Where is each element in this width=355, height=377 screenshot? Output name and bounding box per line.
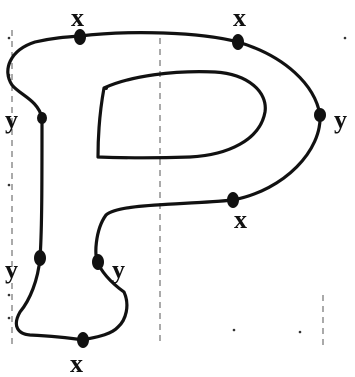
marker-top-right (232, 34, 244, 50)
label-x-bottom: x (70, 349, 83, 377)
marker-top-left (74, 29, 86, 45)
marker-stem-inner (92, 254, 104, 270)
marker-inner-tick (104, 86, 108, 90)
marker-bottom (77, 332, 89, 348)
marker-right (314, 108, 326, 122)
label-x-top-right: x (233, 3, 246, 32)
marker-left-lower (34, 250, 46, 266)
label-y-left-upper: y (5, 105, 18, 134)
label-y-stem: y (112, 255, 125, 284)
letter-p-outer-outline (6, 31, 322, 342)
marker-left-upper (37, 112, 47, 124)
label-x-top-left: x (71, 3, 84, 32)
letter-p-inner-counter (96, 70, 267, 160)
marker-bowl-bottom (227, 192, 239, 208)
label-y-right: y (334, 105, 347, 134)
label-x-bowl: x (234, 205, 247, 234)
label-y-left-lower: y (5, 255, 18, 284)
